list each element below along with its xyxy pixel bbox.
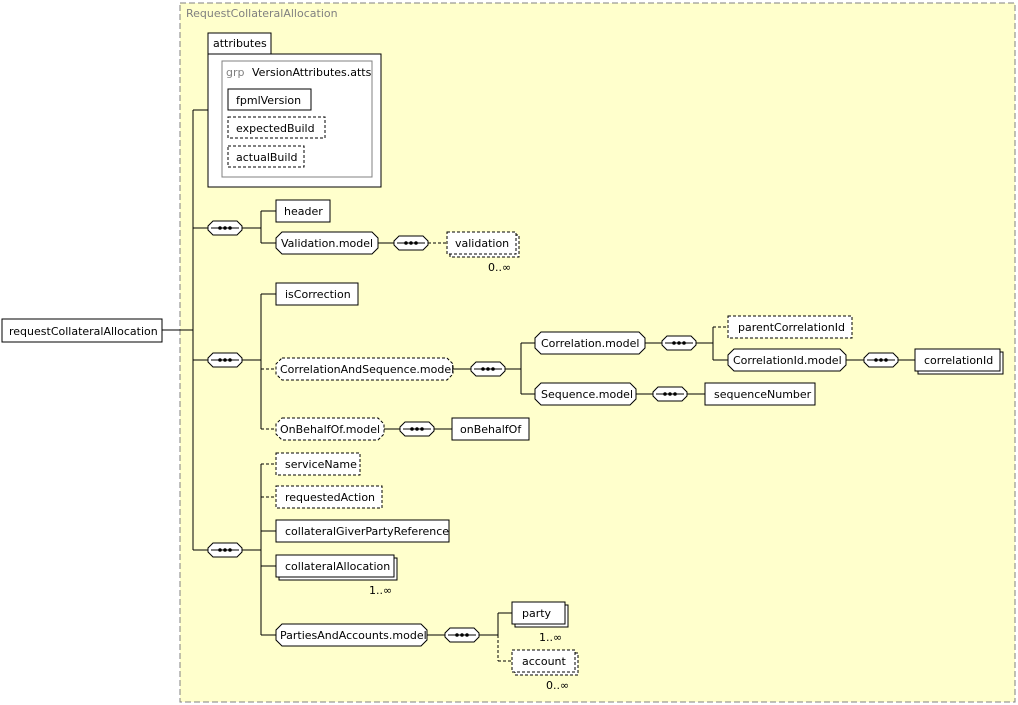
group-correlation-id-model[interactable]: CorrelationId.model [727,348,847,372]
diagram-title: RequestCollateralAllocation [186,7,338,20]
element-validation[interactable]: validation [446,231,520,258]
collateral-allocation-cardinality: 1..∞ [369,584,392,597]
attribute-expected-build[interactable]: expectedBuild [227,116,326,139]
attribute-fpml-version[interactable]: fpmlVersion [227,88,312,111]
attribute-group-name: VersionAttributes.atts [252,66,372,79]
element-header[interactable]: header [275,199,331,223]
connector-lines [162,109,915,662]
sequence-compositor-correlation-id[interactable] [863,352,899,368]
svg-text:requestedAction: requestedAction [285,491,375,504]
sequence-compositor-correlation[interactable] [661,335,697,351]
svg-text:Correlation.model: Correlation.model [541,337,639,350]
element-on-behalf-of[interactable]: onBehalfOf [451,417,530,441]
element-parent-correlation-id[interactable]: parentCorrelationId [727,315,853,339]
validation-cardinality: 0..∞ [488,261,511,274]
svg-text:actualBuild: actualBuild [236,151,297,164]
attribute-group-keyword: grp [226,66,245,79]
sequence-compositor-sequence[interactable] [652,386,688,402]
attributes-panel: attributes grp VersionAttributes.atts fp… [207,32,382,188]
group-sequence-model[interactable]: Sequence.model [534,382,637,406]
svg-text:fpmlVersion: fpmlVersion [236,94,301,107]
group-validation-model[interactable]: Validation.model [275,231,379,255]
svg-text:correlationId: correlationId [924,354,993,367]
element-account[interactable]: account [511,649,579,676]
group-correlation-model[interactable]: Correlation.model [534,331,646,355]
group-parties-and-accounts-model[interactable]: PartiesAndAccounts.model [275,623,428,647]
svg-text:CorrelationId.model: CorrelationId.model [733,354,842,367]
svg-text:serviceName: serviceName [285,458,357,471]
svg-text:Sequence.model: Sequence.model [541,388,633,401]
party-cardinality: 1..∞ [539,631,562,644]
group-on-behalf-of-model[interactable]: OnBehalfOf.model [275,417,385,441]
sequence-compositor-correlation-and-sequence[interactable] [470,361,506,377]
element-is-correction[interactable]: isCorrection [275,282,359,306]
element-requested-action[interactable]: requestedAction [275,485,383,509]
svg-text:sequenceNumber: sequenceNumber [714,388,812,401]
sequence-compositor-3[interactable] [207,542,243,558]
svg-text:validation: validation [455,237,509,250]
svg-text:account: account [522,655,567,668]
sequence-compositor-validation[interactable] [393,235,429,251]
element-service-name[interactable]: serviceName [275,452,361,476]
svg-text:isCorrection: isCorrection [285,288,351,301]
svg-text:party: party [522,607,552,620]
attributes-tab-label: attributes [213,37,267,50]
svg-text:CorrelationAndSequence.model: CorrelationAndSequence.model [280,363,454,376]
svg-text:collateralAllocation: collateralAllocation [285,560,390,573]
attribute-actual-build[interactable]: actualBuild [227,145,305,168]
group-correlation-and-sequence-model[interactable]: CorrelationAndSequence.model [275,357,454,381]
svg-text:grp VersionAttributes.at: grp VersionAttributes.atts [226,66,372,79]
svg-text:header: header [284,205,323,218]
svg-text:expectedBuild: expectedBuild [236,122,315,135]
svg-text:collateralGiverPartyReference: collateralGiverPartyReference [285,525,449,538]
root-element-request-collateral-allocation[interactable]: requestCollateralAllocation [1,318,163,343]
sequence-compositor-1[interactable] [207,220,243,236]
svg-text:Validation.model: Validation.model [281,237,373,250]
svg-text:parentCorrelationId: parentCorrelationId [738,321,845,334]
element-collateral-allocation[interactable]: collateralAllocation [275,554,398,581]
sequence-compositor-parties-and-accounts[interactable] [444,627,480,643]
account-cardinality: 0..∞ [546,679,569,692]
sequence-compositor-2[interactable] [207,352,243,368]
sequence-compositor-on-behalf-of[interactable] [399,421,435,437]
svg-text:PartiesAndAccounts.model: PartiesAndAccounts.model [280,629,427,642]
element-correlation-id[interactable]: correlationId [914,348,1004,375]
element-sequence-number[interactable]: sequenceNumber [704,382,816,406]
svg-text:OnBehalfOf.model: OnBehalfOf.model [280,423,380,436]
svg-text:requestCollateralAllocation: requestCollateralAllocation [9,325,158,338]
svg-text:onBehalfOf: onBehalfOf [460,423,522,436]
element-collateral-giver-party-reference[interactable]: collateralGiverPartyReference [275,519,450,543]
element-party[interactable]: party [511,601,569,628]
